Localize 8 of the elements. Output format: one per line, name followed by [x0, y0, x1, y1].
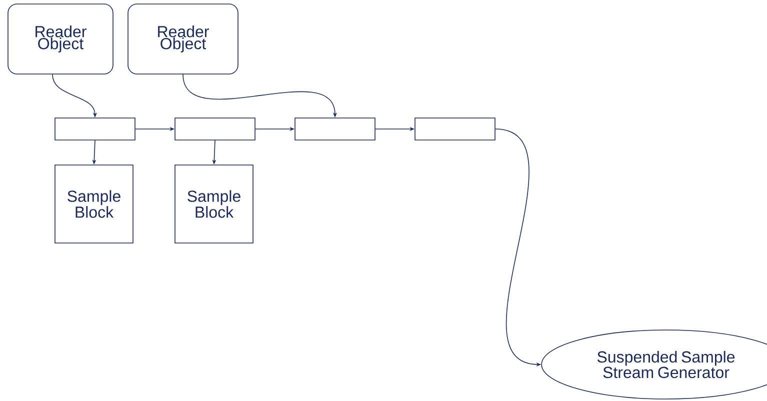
- reader-object-box: Reader Object: [8, 4, 114, 74]
- reader-object-box: Reader Object: [128, 4, 238, 74]
- list-cell-box: [294, 118, 376, 140]
- list-cell-box: [54, 118, 136, 140]
- list-cell-box: [414, 118, 496, 140]
- sample-block-box: Sample Block: [54, 164, 134, 244]
- list-cell-box: [174, 118, 256, 140]
- sample-block-box: Sample Block: [174, 164, 254, 244]
